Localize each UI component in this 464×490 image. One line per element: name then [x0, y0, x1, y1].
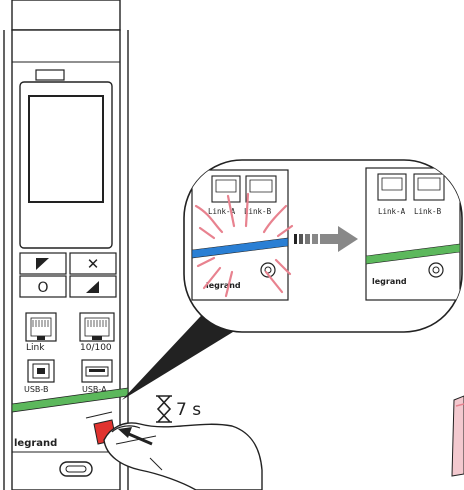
ethernet-port-10-100[interactable] [80, 313, 114, 341]
detail-before-brand: legrand [206, 281, 241, 290]
ethernet-port-link[interactable] [26, 313, 56, 341]
detail-after-label-a: Link-A [378, 207, 406, 216]
port-label-link: Link [26, 343, 45, 353]
brand-logo: legrand [14, 438, 57, 449]
device: ✕ O Link 10/100 USB-B [4, 0, 128, 490]
circle-icon: O [37, 280, 48, 296]
button-bottom-right[interactable] [70, 276, 116, 297]
port-label-10-100: 10/100 [80, 343, 112, 353]
port-label-usb-b: USB-B [24, 385, 49, 394]
detail-after-brand: legrand [372, 277, 407, 286]
partial-card [452, 396, 464, 476]
hold-time-label: 7 s [176, 400, 201, 420]
detail-after: Link-A Link-B legrand [366, 168, 460, 300]
close-icon: ✕ [87, 255, 100, 273]
device-housing-top [12, 0, 120, 30]
detail-after-label-b: Link-B [414, 207, 442, 216]
usb-a-port[interactable] [82, 360, 112, 382]
device-tab [36, 70, 64, 80]
hourglass-icon [156, 396, 172, 422]
usb-b-port[interactable] [28, 360, 54, 382]
screen-display[interactable] [29, 96, 103, 202]
